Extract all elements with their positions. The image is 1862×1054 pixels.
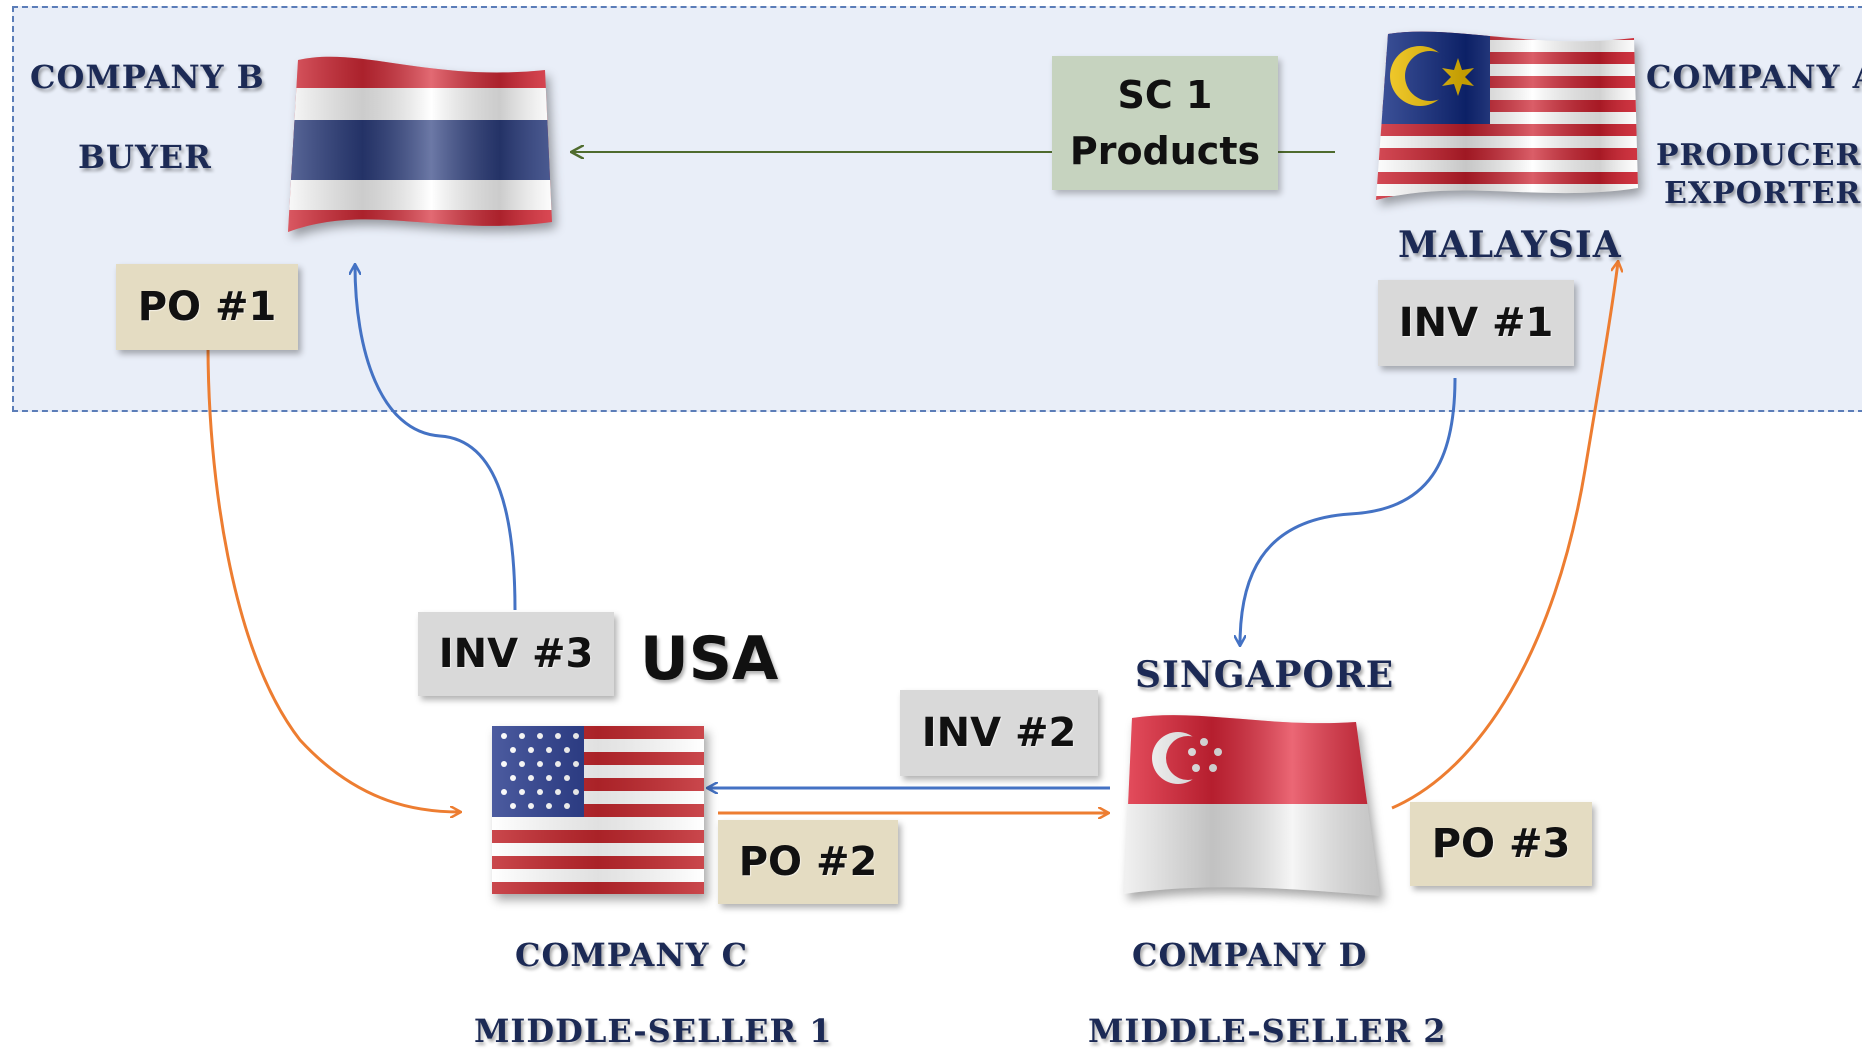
country-singapore: SINGAPORE (1135, 654, 1395, 696)
usa-flag-icon (492, 726, 704, 894)
sales-contract-box: SC 1 Products (1052, 56, 1278, 190)
country-malaysia: MALAYSIA (1398, 224, 1622, 266)
company-c-role: MIDDLE-SELLER 1 (474, 1012, 833, 1050)
inv3-arrow (355, 265, 517, 611)
company-b-role: BUYER (78, 138, 212, 176)
po1-arrow (206, 344, 460, 812)
sc-number: SC 1 (1117, 73, 1213, 117)
malaysia-flag-icon (1376, 31, 1638, 201)
inv3-box: INV #3 (418, 612, 614, 696)
sc-products: Products (1069, 129, 1261, 173)
company-a-role-line2: EXPORTER (1664, 176, 1862, 211)
singapore-flag-icon (1124, 715, 1380, 896)
po3-box: PO #3 (1410, 802, 1592, 886)
company-c-name: COMPANY C (515, 936, 749, 974)
po2-box: PO #2 (718, 820, 898, 904)
company-a-name: COMPANY A (1646, 58, 1862, 96)
po3-arrow (1391, 262, 1618, 810)
company-d-name: COMPANY D (1132, 936, 1368, 974)
po1-box: PO #1 (116, 264, 298, 350)
inv1-arrow (1240, 377, 1457, 645)
company-a-role-line1: PRODUCER, (1656, 138, 1862, 173)
thailand-flag-icon (288, 56, 552, 233)
country-usa: USA (640, 624, 779, 694)
inv1-box: INV #1 (1378, 280, 1574, 366)
company-b-name: COMPANY B (30, 58, 265, 96)
inv2-box: INV #2 (900, 690, 1098, 776)
company-d-role: MIDDLE-SELLER 2 (1088, 1012, 1447, 1050)
